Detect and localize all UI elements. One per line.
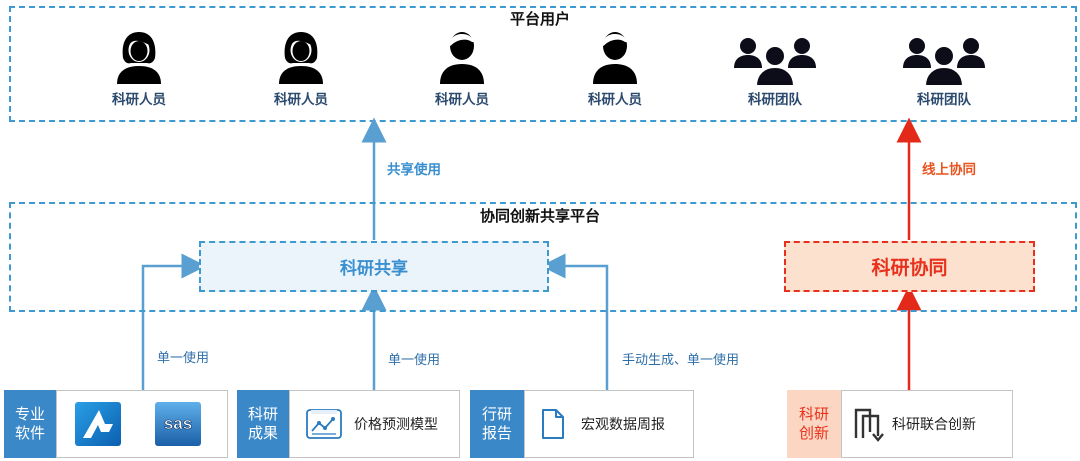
team-1: 科研团队	[730, 34, 820, 108]
share-box[interactable]: 科研共享	[199, 241, 549, 292]
innovation-tag: 科研 创新	[787, 390, 841, 458]
user-label: 科研人员	[112, 92, 166, 108]
reports-panel[interactable]: 宏观数据周报	[524, 390, 694, 458]
results-tag-line2: 成果	[247, 424, 278, 442]
collab-box[interactable]: 科研协同	[784, 241, 1035, 292]
results-item-label: 价格预测模型	[354, 417, 438, 433]
innovation-item-label: 科研联合创新	[892, 417, 976, 433]
innovation-tag-line1: 科研	[798, 405, 829, 423]
software-tag-line1: 专业	[14, 405, 45, 423]
user-researcher-4: 科研人员	[570, 28, 660, 108]
document-icon	[542, 409, 564, 439]
team-icon	[903, 38, 985, 87]
team-2: 科研团队	[899, 34, 989, 108]
user-researcher-2: 科研人员	[256, 28, 346, 108]
arrow-software-to-share	[141, 253, 207, 390]
arrow-reports-to-share	[540, 253, 609, 390]
male-user-icon	[593, 32, 637, 84]
platform-users-title: 平台用户	[509, 10, 570, 28]
reports-item-label: 宏观数据周报	[581, 417, 665, 433]
software-panel: sas	[56, 390, 228, 458]
label-single-use-2: 单一使用	[388, 353, 441, 368]
team-icon	[734, 38, 816, 87]
male-user-icon	[440, 32, 484, 84]
triangle-logo-icon[interactable]	[75, 402, 121, 446]
label-single-use-1: 单一使用	[157, 351, 210, 366]
user-label: 科研人员	[588, 92, 642, 108]
user-researcher-1: 科研人员	[94, 28, 184, 108]
female-user-icon	[117, 32, 161, 84]
software-tag-line2: 软件	[14, 424, 45, 442]
user-label: 科研团队	[917, 92, 971, 108]
collab-platform-frame	[9, 202, 1077, 312]
reports-tag: 行研 报告	[470, 390, 524, 458]
model-chart-icon	[306, 409, 342, 439]
merge-icon	[854, 408, 884, 442]
reports-tag-line2: 报告	[481, 424, 512, 442]
user-label: 科研人员	[435, 92, 489, 108]
label-manual-single-use: 手动生成、单一使用	[622, 353, 740, 368]
innovation-panel[interactable]: 科研联合创新	[841, 390, 1013, 458]
label-share-use: 共享使用	[387, 162, 441, 178]
reports-tag-line1: 行研	[481, 405, 512, 423]
collab-platform-title: 协同创新共享平台	[479, 207, 600, 225]
user-label: 科研人员	[274, 92, 328, 108]
innovation-tag-line2: 创新	[798, 424, 829, 442]
results-panel[interactable]: 价格预测模型	[289, 390, 460, 458]
software-tag: 专业 软件	[4, 390, 56, 458]
results-tag: 科研 成果	[237, 390, 289, 458]
user-label: 科研团队	[748, 92, 802, 108]
platform-users-frame	[9, 6, 1077, 122]
user-researcher-3: 科研人员	[417, 28, 507, 108]
sas-logo-text: sas	[164, 414, 192, 433]
label-online-collab: 线上协同	[922, 162, 976, 178]
sas-logo-icon[interactable]: sas	[155, 402, 201, 446]
female-user-icon	[279, 32, 323, 84]
results-tag-line1: 科研	[247, 405, 278, 423]
